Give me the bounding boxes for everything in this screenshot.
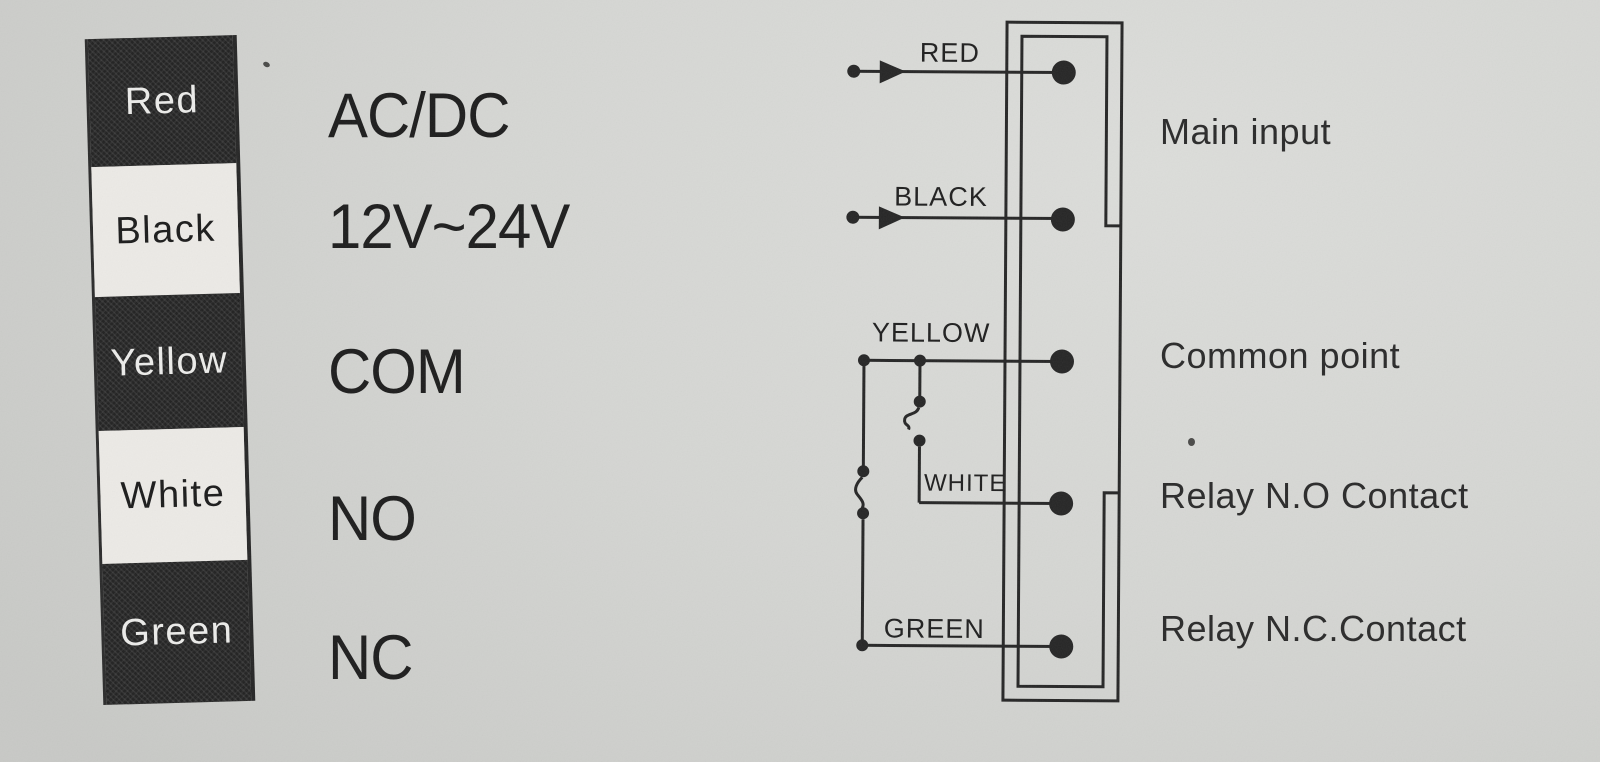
caption-relay-no-contact: Relay N.O Contact xyxy=(1160,475,1469,516)
yellow-wire-label: YELLOW xyxy=(872,317,991,348)
red-wire-label: RED xyxy=(920,38,980,68)
yellow-wire xyxy=(857,349,1074,374)
terminal-dot xyxy=(1051,60,1076,85)
relay-no-branch xyxy=(903,360,926,503)
green-wire-label: GREEN xyxy=(884,613,985,644)
arrow-icon xyxy=(879,60,906,84)
caption-common-point: Common point xyxy=(1160,335,1401,376)
terminal-dot xyxy=(1049,634,1074,659)
switch-contact xyxy=(903,407,921,431)
terminal-dot xyxy=(1049,349,1074,374)
contact-dot xyxy=(857,507,870,520)
switch-contact xyxy=(854,476,865,510)
contact-dot xyxy=(857,465,870,478)
relay-nc-branch xyxy=(854,360,870,646)
black-wire-label: BLACK xyxy=(894,181,988,212)
input-dot xyxy=(847,64,861,78)
contact-dot xyxy=(913,395,926,408)
white-wire-label: WHITE xyxy=(924,470,1006,498)
caption-main-input: Main input xyxy=(1160,111,1332,152)
contact-dot xyxy=(913,434,926,447)
caption-relay-nc-contact: Relay N.C.Contact xyxy=(1160,608,1467,649)
terminal-dot xyxy=(1050,207,1075,232)
input-dot xyxy=(846,210,860,224)
paper-speck xyxy=(1188,438,1195,446)
terminal-dot xyxy=(1049,491,1074,516)
